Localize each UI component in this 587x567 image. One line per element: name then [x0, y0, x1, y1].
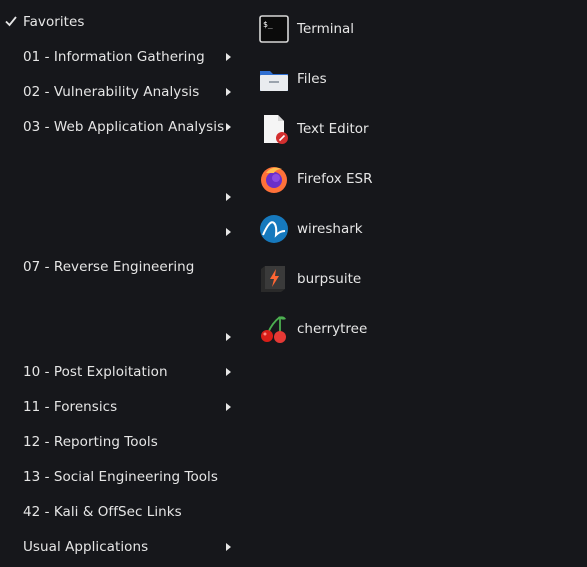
- firefox-icon: [261, 167, 287, 193]
- category-label: 42 - Kali & OffSec Links: [23, 504, 182, 520]
- category-item-blank-8[interactable]: [0, 285, 244, 319]
- app-label: burpsuite: [297, 271, 362, 287]
- app-text-editor[interactable]: Text Editor: [258, 111, 558, 147]
- chevron-right-icon: [226, 123, 231, 131]
- terminal-icon: $_: [259, 15, 289, 43]
- app-terminal[interactable]: $_ Terminal: [258, 11, 558, 47]
- checkmark-icon: [5, 16, 17, 27]
- category-information-gathering[interactable]: 01 - Information Gathering: [0, 40, 244, 74]
- app-label: Firefox ESR: [297, 171, 373, 187]
- app-label: cherrytree: [297, 321, 368, 337]
- app-burpsuite[interactable]: burpsuite: [258, 261, 558, 297]
- category-label: 10 - Post Exploitation: [23, 364, 168, 380]
- chevron-right-icon: [226, 368, 231, 376]
- category-label: 07 - Reverse Engineering: [23, 259, 195, 275]
- app-cherrytree[interactable]: cherrytree: [258, 311, 558, 347]
- category-reverse-engineering[interactable]: 07 - Reverse Engineering: [0, 250, 244, 284]
- category-label: 03 - Web Application Analysis: [23, 119, 225, 135]
- category-kali-offsec-links[interactable]: 42 - Kali & OffSec Links: [0, 495, 244, 529]
- text-editor-icon: [264, 115, 288, 144]
- app-label: Terminal: [297, 21, 355, 37]
- category-label: 02 - Vulnerability Analysis: [23, 84, 200, 100]
- chevron-right-icon: [226, 193, 231, 201]
- chevron-right-icon: [226, 333, 231, 341]
- burpsuite-icon: [261, 266, 285, 292]
- wireshark-icon: [260, 215, 288, 243]
- category-item-blank-4[interactable]: [0, 145, 244, 179]
- category-label: 12 - Reporting Tools: [23, 434, 158, 450]
- chevron-right-icon: [226, 88, 231, 96]
- category-label: 13 - Social Engineering Tools: [23, 469, 218, 485]
- category-social-engineering-tools[interactable]: 13 - Social Engineering Tools: [0, 460, 244, 494]
- category-vulnerability-analysis[interactable]: 02 - Vulnerability Analysis: [0, 75, 244, 109]
- files-icon: [260, 71, 288, 91]
- category-item-blank-6[interactable]: [0, 215, 244, 249]
- category-item-blank-5[interactable]: [0, 180, 244, 214]
- category-favorites[interactable]: Favorites: [0, 5, 244, 39]
- category-label: Favorites: [23, 14, 85, 30]
- app-label: Files: [297, 71, 327, 87]
- category-label: 01 - Information Gathering: [23, 49, 205, 65]
- app-label: Text Editor: [297, 121, 369, 137]
- chevron-right-icon: [226, 53, 231, 61]
- chevron-right-icon: [226, 543, 231, 551]
- category-forensics[interactable]: 11 - Forensics: [0, 390, 244, 424]
- category-label: Usual Applications: [23, 539, 149, 555]
- svg-text:$_: $_: [263, 20, 273, 29]
- app-firefox-esr[interactable]: Firefox ESR: [258, 161, 558, 197]
- chevron-right-icon: [226, 228, 231, 236]
- category-web-application-analysis[interactable]: 03 - Web Application Analysis: [0, 110, 244, 144]
- chevron-right-icon: [226, 403, 231, 411]
- cherrytree-icon: [261, 316, 286, 343]
- app-files[interactable]: Files: [258, 61, 558, 97]
- category-item-blank-9[interactable]: [0, 320, 244, 354]
- app-wireshark[interactable]: wireshark: [258, 211, 558, 247]
- category-reporting-tools[interactable]: 12 - Reporting Tools: [0, 425, 244, 459]
- app-label: wireshark: [297, 221, 363, 237]
- category-label: 11 - Forensics: [23, 399, 118, 415]
- category-usual-applications[interactable]: Usual Applications: [0, 530, 244, 564]
- category-post-exploitation[interactable]: 10 - Post Exploitation: [0, 355, 244, 389]
